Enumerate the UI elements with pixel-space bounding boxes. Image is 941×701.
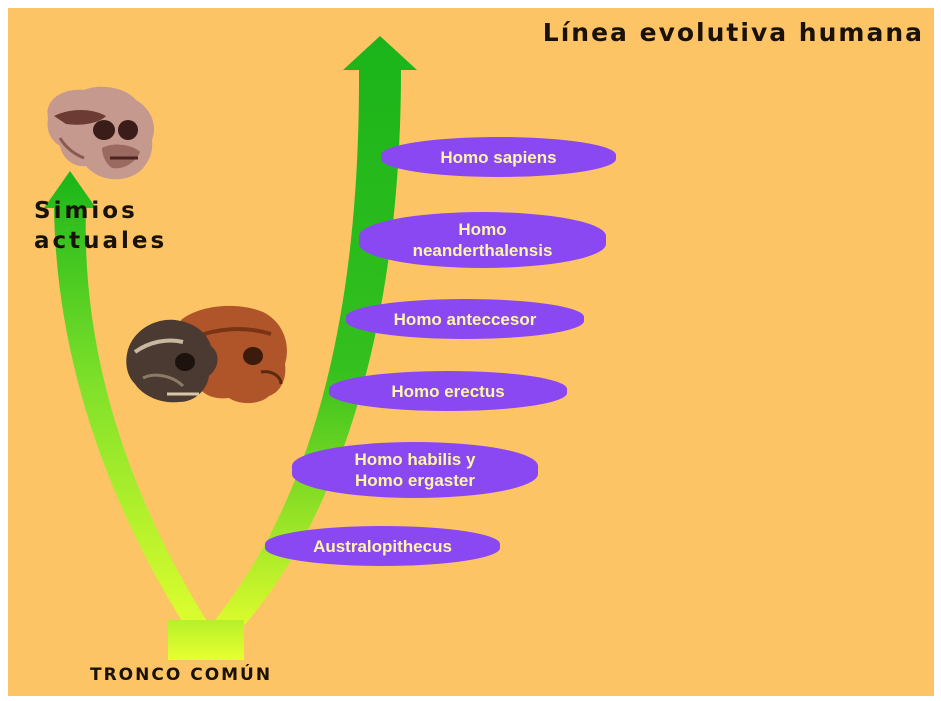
common-trunk-label: TRONCO COMÚN (90, 665, 272, 685)
species-homo-erectus: Homo erectus (329, 371, 567, 411)
ape-skull-image (40, 78, 164, 186)
species-australopithecus: Australopithecus (265, 526, 500, 566)
diagram-canvas: Línea evolutiva humana Simios actuales T… (8, 8, 934, 696)
modern-apes-label: Simios actuales (34, 196, 174, 256)
hominid-skulls-image (121, 298, 291, 414)
common-trunk (168, 620, 244, 660)
page-title: Línea evolutiva humana (543, 18, 924, 47)
species-homo-neanderthalensis: Homo neanderthalensis (359, 212, 606, 268)
species-homo-sapiens: Homo sapiens (381, 137, 616, 177)
species-homo-habilis-ergaster: Homo habilis y Homo ergaster (292, 442, 538, 498)
species-homo-antecessor: Homo anteccesor (346, 299, 584, 339)
